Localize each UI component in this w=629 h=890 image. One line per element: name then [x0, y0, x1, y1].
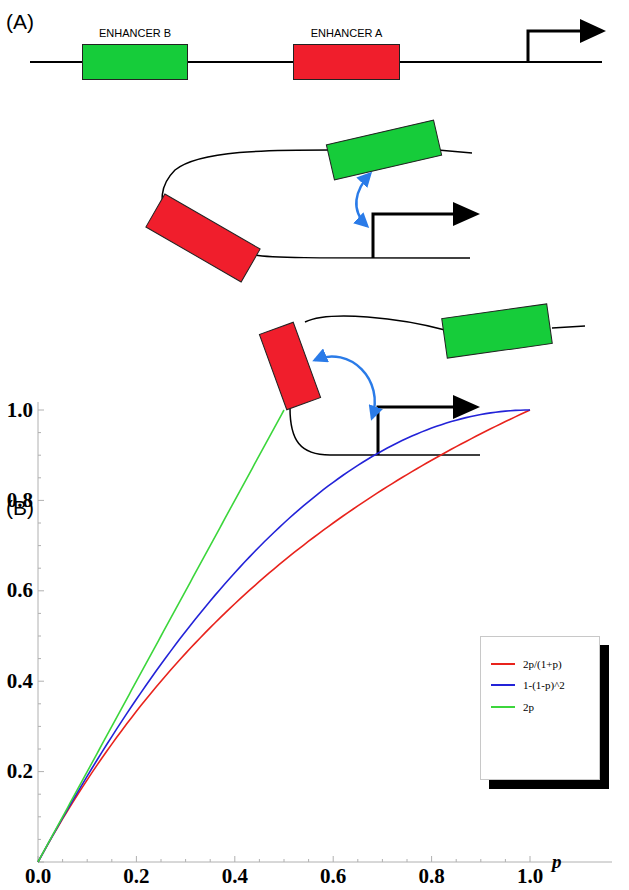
- x-tick: 0.2: [123, 864, 149, 889]
- x-tick: 0.0: [25, 864, 51, 889]
- data-curve: [38, 410, 530, 862]
- enhancer-label: ENHANCER A: [311, 27, 383, 39]
- axis-variable: p: [552, 851, 562, 873]
- legend-row: 2p: [491, 700, 534, 714]
- legend-swatch: [491, 684, 515, 686]
- enhancer-fill: [82, 44, 188, 80]
- x-tick: 0.4: [222, 864, 248, 889]
- legend-text: 2p/(1+p): [523, 658, 562, 670]
- chart-curves: [38, 410, 530, 862]
- legend-swatch: [491, 663, 515, 665]
- legend-row: 2p/(1+p): [491, 657, 562, 671]
- enhancer-box: ENHANCER A: [293, 30, 400, 80]
- legend-row: 1-(1-p)^2: [491, 678, 565, 692]
- data-curve: [38, 410, 530, 862]
- x-tick: 0.8: [418, 864, 444, 889]
- legend-box: 2p/(1+p) 1-(1-p)^2 2p: [480, 636, 600, 780]
- legend-text: 2p: [523, 701, 534, 713]
- x-tick: 1.0: [517, 864, 543, 889]
- y-tick: 0.8: [7, 488, 33, 513]
- y-tick: 0.2: [7, 759, 33, 784]
- y-tick: 0.4: [7, 669, 33, 694]
- enhancer-label: ENHANCER B: [99, 27, 171, 39]
- loop-one: [146, 120, 480, 282]
- enhancer-box: ENHANCER B: [82, 30, 188, 80]
- legend-text: 1-(1-p)^2: [523, 679, 565, 691]
- y-tick: 0.6: [7, 578, 33, 603]
- chart-axes: [38, 402, 612, 862]
- x-tick: 0.6: [320, 864, 346, 889]
- y-tick: 1.0: [7, 398, 33, 423]
- promoter-arrow: [528, 31, 582, 62]
- panel-label: (A): [6, 10, 34, 34]
- data-curve: [38, 410, 284, 862]
- promoter-head: [580, 19, 606, 43]
- enhancer-fill: [293, 44, 400, 80]
- legend-swatch: [491, 706, 515, 708]
